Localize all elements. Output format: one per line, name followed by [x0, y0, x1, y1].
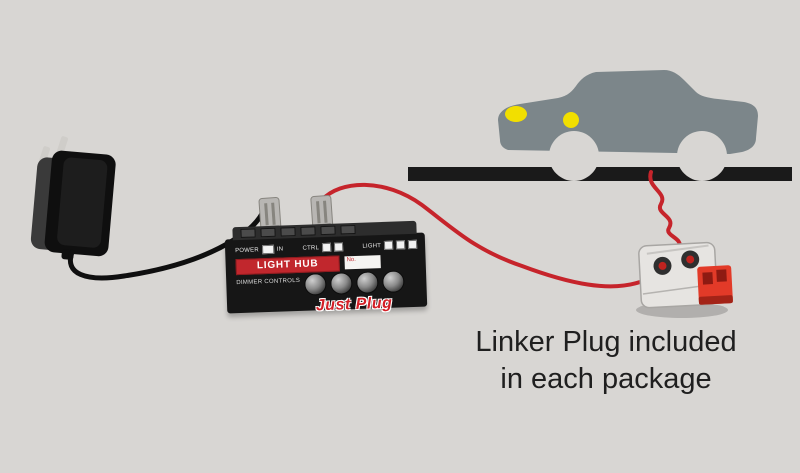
light-hub-device: POWER IN CTRL LIGHT LIGHT HUB No. DIMMER…: [224, 220, 428, 314]
hub-in-label: IN: [276, 245, 284, 253]
hub-no-box: No.: [344, 255, 381, 270]
car-silhouette: [498, 70, 758, 181]
hub-no-label: No.: [346, 256, 357, 264]
hub-light-port: [395, 240, 406, 250]
dimmer-knob: [304, 273, 327, 296]
linker-red-connector: [697, 265, 733, 305]
headlight-icon: [505, 106, 527, 122]
terminal-nub: [320, 225, 336, 236]
red-wire-car-to-linker: [648, 170, 689, 256]
terminal-nub: [260, 227, 276, 238]
hub-ctrl-port: [333, 242, 344, 252]
terminal-nub: [340, 224, 356, 235]
front-wheel-cutout: [549, 131, 599, 181]
linker-plug-device: [636, 241, 733, 318]
power-cable: [67, 198, 270, 281]
terminal-nub: [240, 228, 256, 238]
dimmer-knob: [355, 271, 379, 294]
caption-line1: Linker Plug included: [475, 326, 737, 358]
hub-light-label: LIGHT: [362, 242, 382, 250]
hub-dimmer-label: DIMMER CONTROLS: [236, 277, 301, 287]
hub-banner: LIGHT HUB: [235, 255, 340, 275]
hub-power-label: POWER: [235, 246, 259, 254]
terminal-nub: [280, 227, 296, 237]
power-adapter: [30, 136, 116, 260]
terminal-nub: [300, 226, 316, 236]
road: [408, 167, 792, 181]
caption-line2: in each package: [500, 363, 712, 395]
hub-light-port: [407, 239, 418, 250]
hub-ctrl-label: CTRL: [302, 244, 320, 252]
fender-light-icon: [563, 112, 579, 128]
dimmer-knob: [381, 270, 405, 294]
hub-power-switch: [261, 244, 274, 255]
hub-light-port: [383, 240, 394, 250]
hub-ctrl-port: [321, 242, 332, 253]
rear-wheel-cutout: [677, 131, 727, 181]
dimmer-knob: [329, 272, 353, 295]
caption: Linker Plug included in each package: [450, 324, 762, 398]
